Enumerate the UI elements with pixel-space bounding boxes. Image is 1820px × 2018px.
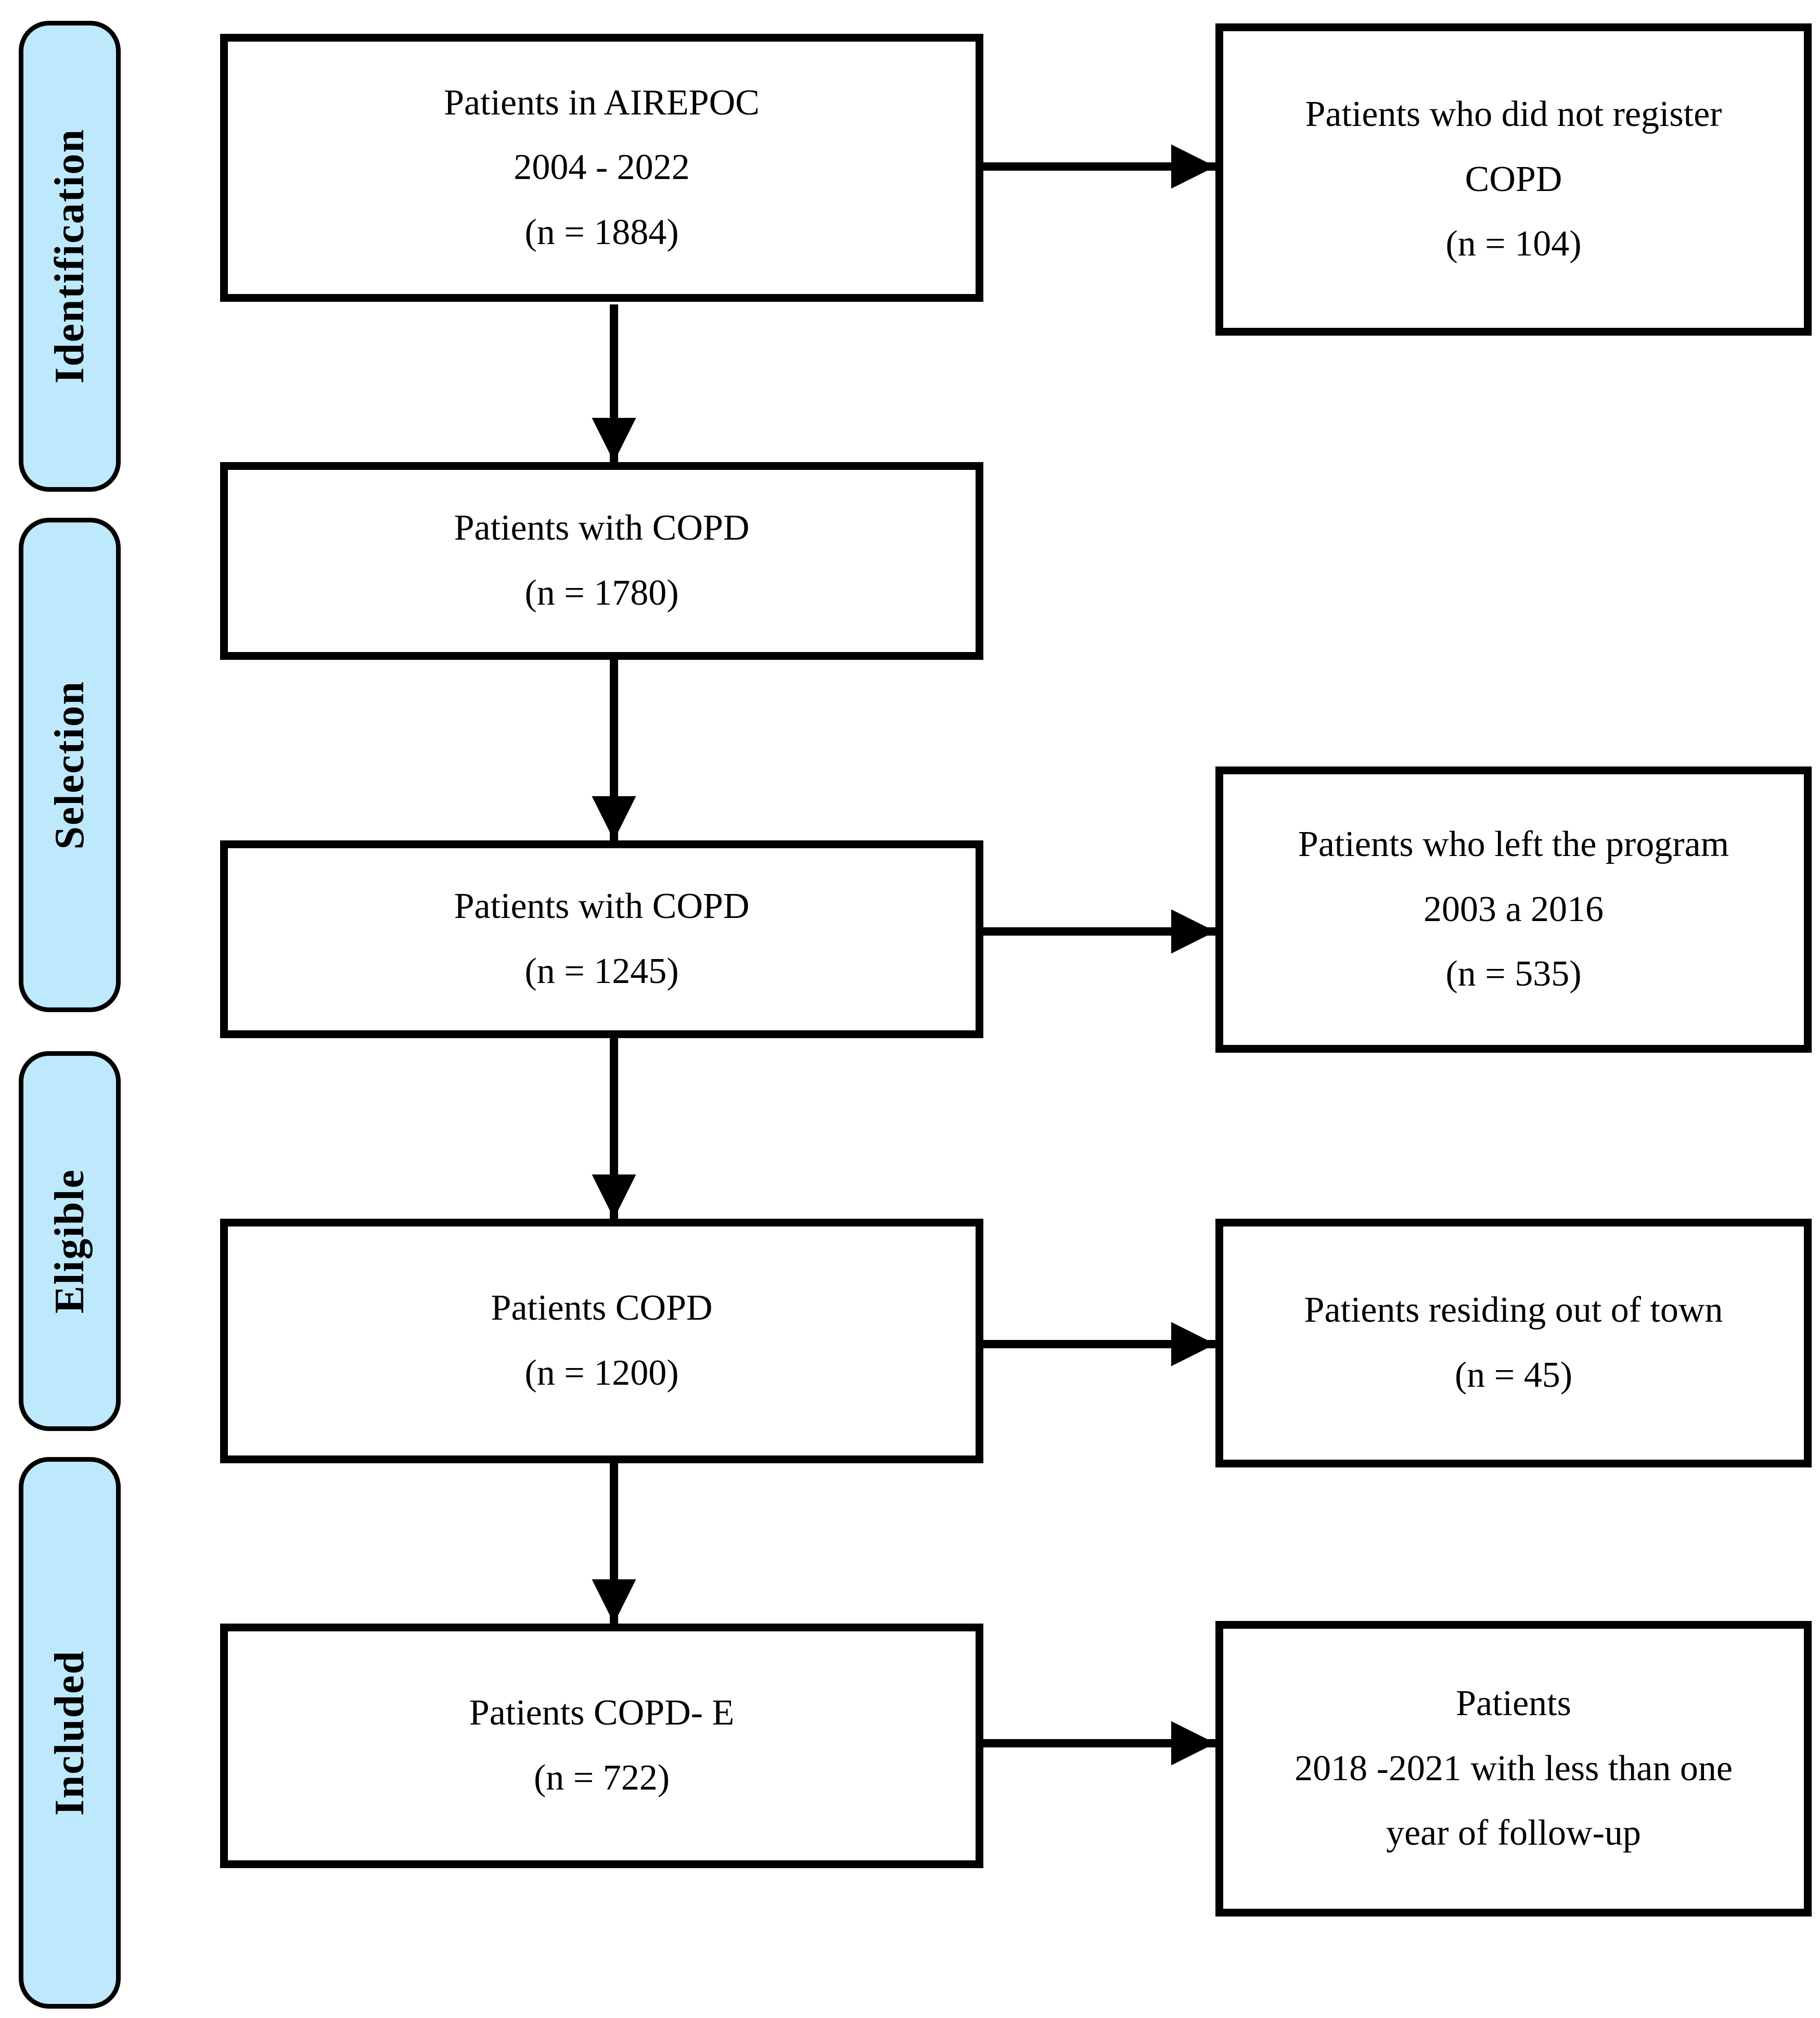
box-text-line: Patients COPD [491,1288,713,1329]
exclusion-box-left-program: Patients who left the program 2003 a 201… [1215,767,1812,1053]
main-box-airepoc: Patients in AIREPOC 2004 - 2022 (n = 188… [220,34,983,302]
box-text-line: (n = 722) [533,1758,670,1798]
box-text-line: Patients who left the program [1298,824,1729,865]
exclusion-box-out-of-town: Patients residing out of town (n = 45) [1215,1219,1812,1467]
box-text-line: (n = 1245) [524,951,679,991]
box-text-line: (n = 45) [1454,1355,1573,1395]
box-text-line: Patients [1456,1683,1571,1724]
box-text-line: Patients COPD- E [469,1693,735,1733]
box-text-line: Patients who did not register [1305,94,1722,135]
stage-selection-label: Selection [46,680,93,850]
box-text-line: COPD [1465,159,1562,199]
box-text-line: year of follow-up [1386,1813,1641,1854]
main-box-copd-1245: Patients with COPD (n = 1245) [220,840,983,1038]
box-text-line: Patients with COPD [454,508,750,548]
stage-identification-label: Identification [46,129,93,384]
main-box-copd-1200: Patients COPD (n = 1200) [220,1219,983,1463]
exclusion-box-short-followup: Patients 2018 -2021 with less than one y… [1215,1621,1812,1917]
box-text-line: Patients residing out of town [1304,1290,1723,1331]
box-text-line: 2018 -2021 with less than one [1294,1748,1733,1789]
exclusion-box-did-not-register: Patients who did not register COPD (n = … [1215,23,1812,336]
stage-eligible-label: Eligible [46,1168,93,1314]
stage-selection: Selection [19,518,121,1012]
box-text-line: (n = 104) [1445,224,1582,264]
box-text-line: (n = 1780) [524,573,679,613]
main-box-copd-1780: Patients with COPD (n = 1780) [220,462,983,660]
stage-identification: Identification [19,21,121,492]
box-text-line: Patients in AIREPOC [444,82,760,123]
stage-included: Included [19,1457,121,2009]
main-box-copd-e-722: Patients COPD- E (n = 722) [220,1624,983,1868]
stage-included-label: Included [46,1650,93,1816]
box-text-line: (n = 1884) [524,212,679,252]
box-text-line: 2004 - 2022 [514,147,690,188]
box-text-line: Patients with COPD [454,886,750,927]
stage-eligible: Eligible [19,1051,121,1431]
box-text-line: 2003 a 2016 [1423,889,1604,929]
box-text-line: (n = 1200) [524,1353,679,1393]
box-text-line: (n = 535) [1445,954,1582,994]
